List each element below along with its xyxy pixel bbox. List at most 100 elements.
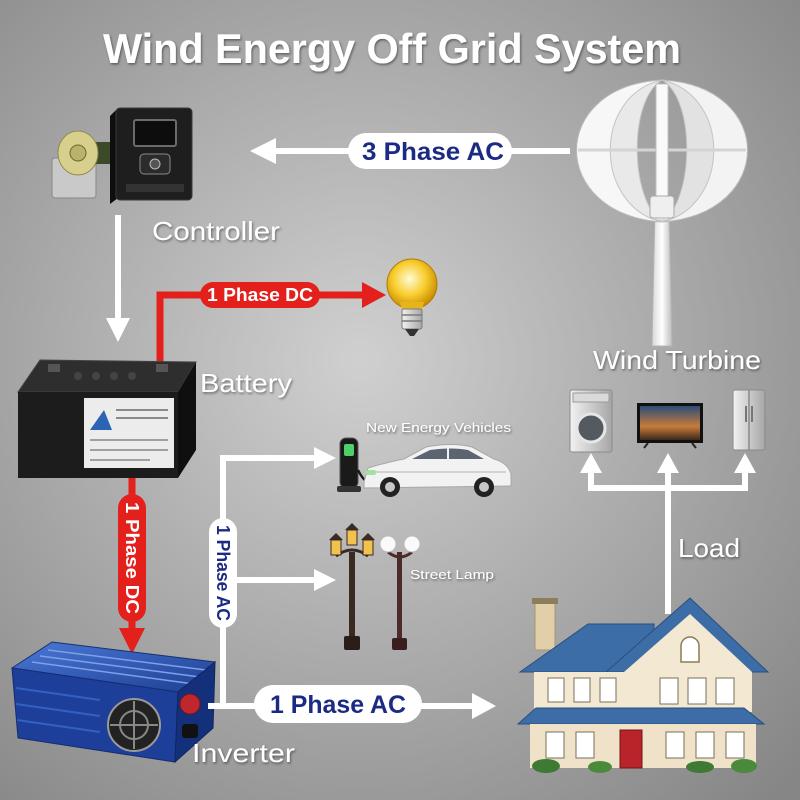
washer-door xyxy=(575,412,607,444)
page-title: Wind Energy Off Grid System xyxy=(103,25,681,72)
dc-arrow-battery-to-bulb: 1 Phase DC xyxy=(156,282,386,362)
house-shrub-2 xyxy=(588,761,612,773)
battery-side xyxy=(178,362,196,478)
fridge-icon xyxy=(732,389,766,451)
dc-label-inverter: 1 Phase DC xyxy=(122,502,142,614)
ac-label-3-phase: 3 Phase AC xyxy=(362,138,504,166)
tv-screen xyxy=(640,406,700,440)
house-chimney xyxy=(534,601,556,651)
house-window-lower-5 xyxy=(725,731,745,759)
dc-arrowhead-down xyxy=(119,628,145,654)
generator-hub xyxy=(69,144,87,162)
dc-label-pill-horizontal xyxy=(200,282,320,308)
lamp1-cap-left xyxy=(329,533,343,540)
house-window-lower-3 xyxy=(665,731,685,759)
lamp1-lantern-left xyxy=(330,539,342,556)
ac-label-pill-vertical xyxy=(209,518,237,628)
lamp2-arms xyxy=(387,550,413,559)
battery-icon xyxy=(17,359,197,478)
house-window-upper-2 xyxy=(573,677,591,703)
tv-icon xyxy=(637,403,703,449)
dc-arrow-battery-to-inverter: 1 Phase DC xyxy=(118,478,146,654)
wind-turbine-label: Wind Turbine xyxy=(593,345,761,375)
house-shrub-4 xyxy=(731,759,757,773)
controller-label: Controller xyxy=(152,216,280,246)
dc-label-bulb: 1 Phase DC xyxy=(207,285,313,305)
house-shrub-3 xyxy=(686,761,714,773)
battery-terminal-right xyxy=(156,364,168,372)
house-window-upper-6 xyxy=(715,677,735,705)
turbine-hub xyxy=(649,195,675,219)
turbine-pole xyxy=(651,211,673,347)
vehicles-label: New Energy Vehicles xyxy=(366,420,512,435)
bulb-glass xyxy=(386,258,438,310)
lamp1-lantern-right xyxy=(362,539,374,556)
fridge-handle-left xyxy=(745,406,747,422)
house-window-lower-1 xyxy=(545,731,565,759)
arrow-controller-to-battery xyxy=(106,215,130,342)
battery-cap-4 xyxy=(128,372,136,380)
arrowhead-down-battery xyxy=(106,318,130,342)
house-window-upper-5 xyxy=(687,677,707,705)
wind-turbine-icon xyxy=(576,79,748,347)
washing-machine-icon xyxy=(569,389,613,453)
controller-button xyxy=(149,158,161,170)
ac-arrowhead-lamps xyxy=(314,569,336,591)
lamp1-base xyxy=(344,636,360,650)
dc-arrowhead-right xyxy=(362,282,386,308)
lamp2-globe-left xyxy=(379,535,397,553)
battery-cap-1 xyxy=(74,372,82,380)
charger-screen xyxy=(344,444,354,456)
house-attic-window xyxy=(680,636,700,663)
house-icon xyxy=(516,597,770,773)
bulb-base xyxy=(401,308,423,330)
load-distribution xyxy=(580,453,756,614)
controller-icon xyxy=(51,107,193,204)
car-rim-rear xyxy=(479,482,489,492)
tv-stand-right xyxy=(691,442,697,449)
lamp2-pole xyxy=(397,552,402,644)
inverter-label: Inverter xyxy=(192,738,295,768)
battery-top xyxy=(17,359,197,393)
load-arrowhead-tv xyxy=(657,453,679,473)
ac-label-pill xyxy=(348,133,512,169)
lamp2-globe-right xyxy=(403,535,421,553)
load-arrowhead-fridge xyxy=(734,453,756,473)
lamp2-base xyxy=(392,638,407,650)
battery-terminal-left xyxy=(48,364,60,372)
inverter-fin-1 xyxy=(31,661,195,685)
inverter-red-terminal xyxy=(179,693,201,715)
inverter-front-fin-3 xyxy=(16,719,101,733)
inverter-front-fin-2 xyxy=(15,703,101,717)
house-window-upper-1 xyxy=(547,677,565,703)
washer-panel xyxy=(572,392,610,403)
car-icon xyxy=(363,444,512,497)
ac-arrowhead-vehicles xyxy=(314,447,336,469)
turbine-shaft xyxy=(655,83,669,221)
house-chimney-cap xyxy=(532,598,558,604)
inverter-black-terminal xyxy=(182,724,198,738)
lamp1-cap-center xyxy=(345,523,359,530)
inverter-fin-3 xyxy=(47,649,207,671)
house-porch-roof xyxy=(516,707,766,725)
ac-arrowhead-house xyxy=(472,693,496,719)
controller-display xyxy=(133,119,177,147)
battery-cap-2 xyxy=(92,372,100,380)
inverter-fin-2 xyxy=(39,655,201,678)
car-headlight xyxy=(366,470,376,475)
controller-terminal-strip xyxy=(126,184,184,192)
house-window-lower-4 xyxy=(695,731,715,759)
lamp1-pole xyxy=(349,552,355,642)
fridge-handle-right xyxy=(751,406,753,422)
battery-label-text: Battery xyxy=(200,368,292,398)
light-bulb-icon xyxy=(386,258,438,336)
load-label: Load xyxy=(678,533,740,563)
load-arrowhead-washer xyxy=(580,453,602,473)
lamp1-lantern-center xyxy=(346,529,358,546)
house-shrub-1 xyxy=(532,759,560,773)
house-window-upper-4 xyxy=(659,677,679,705)
street-lamp-icon xyxy=(329,523,421,650)
battery-label xyxy=(84,398,174,468)
car-rim-front xyxy=(385,482,395,492)
